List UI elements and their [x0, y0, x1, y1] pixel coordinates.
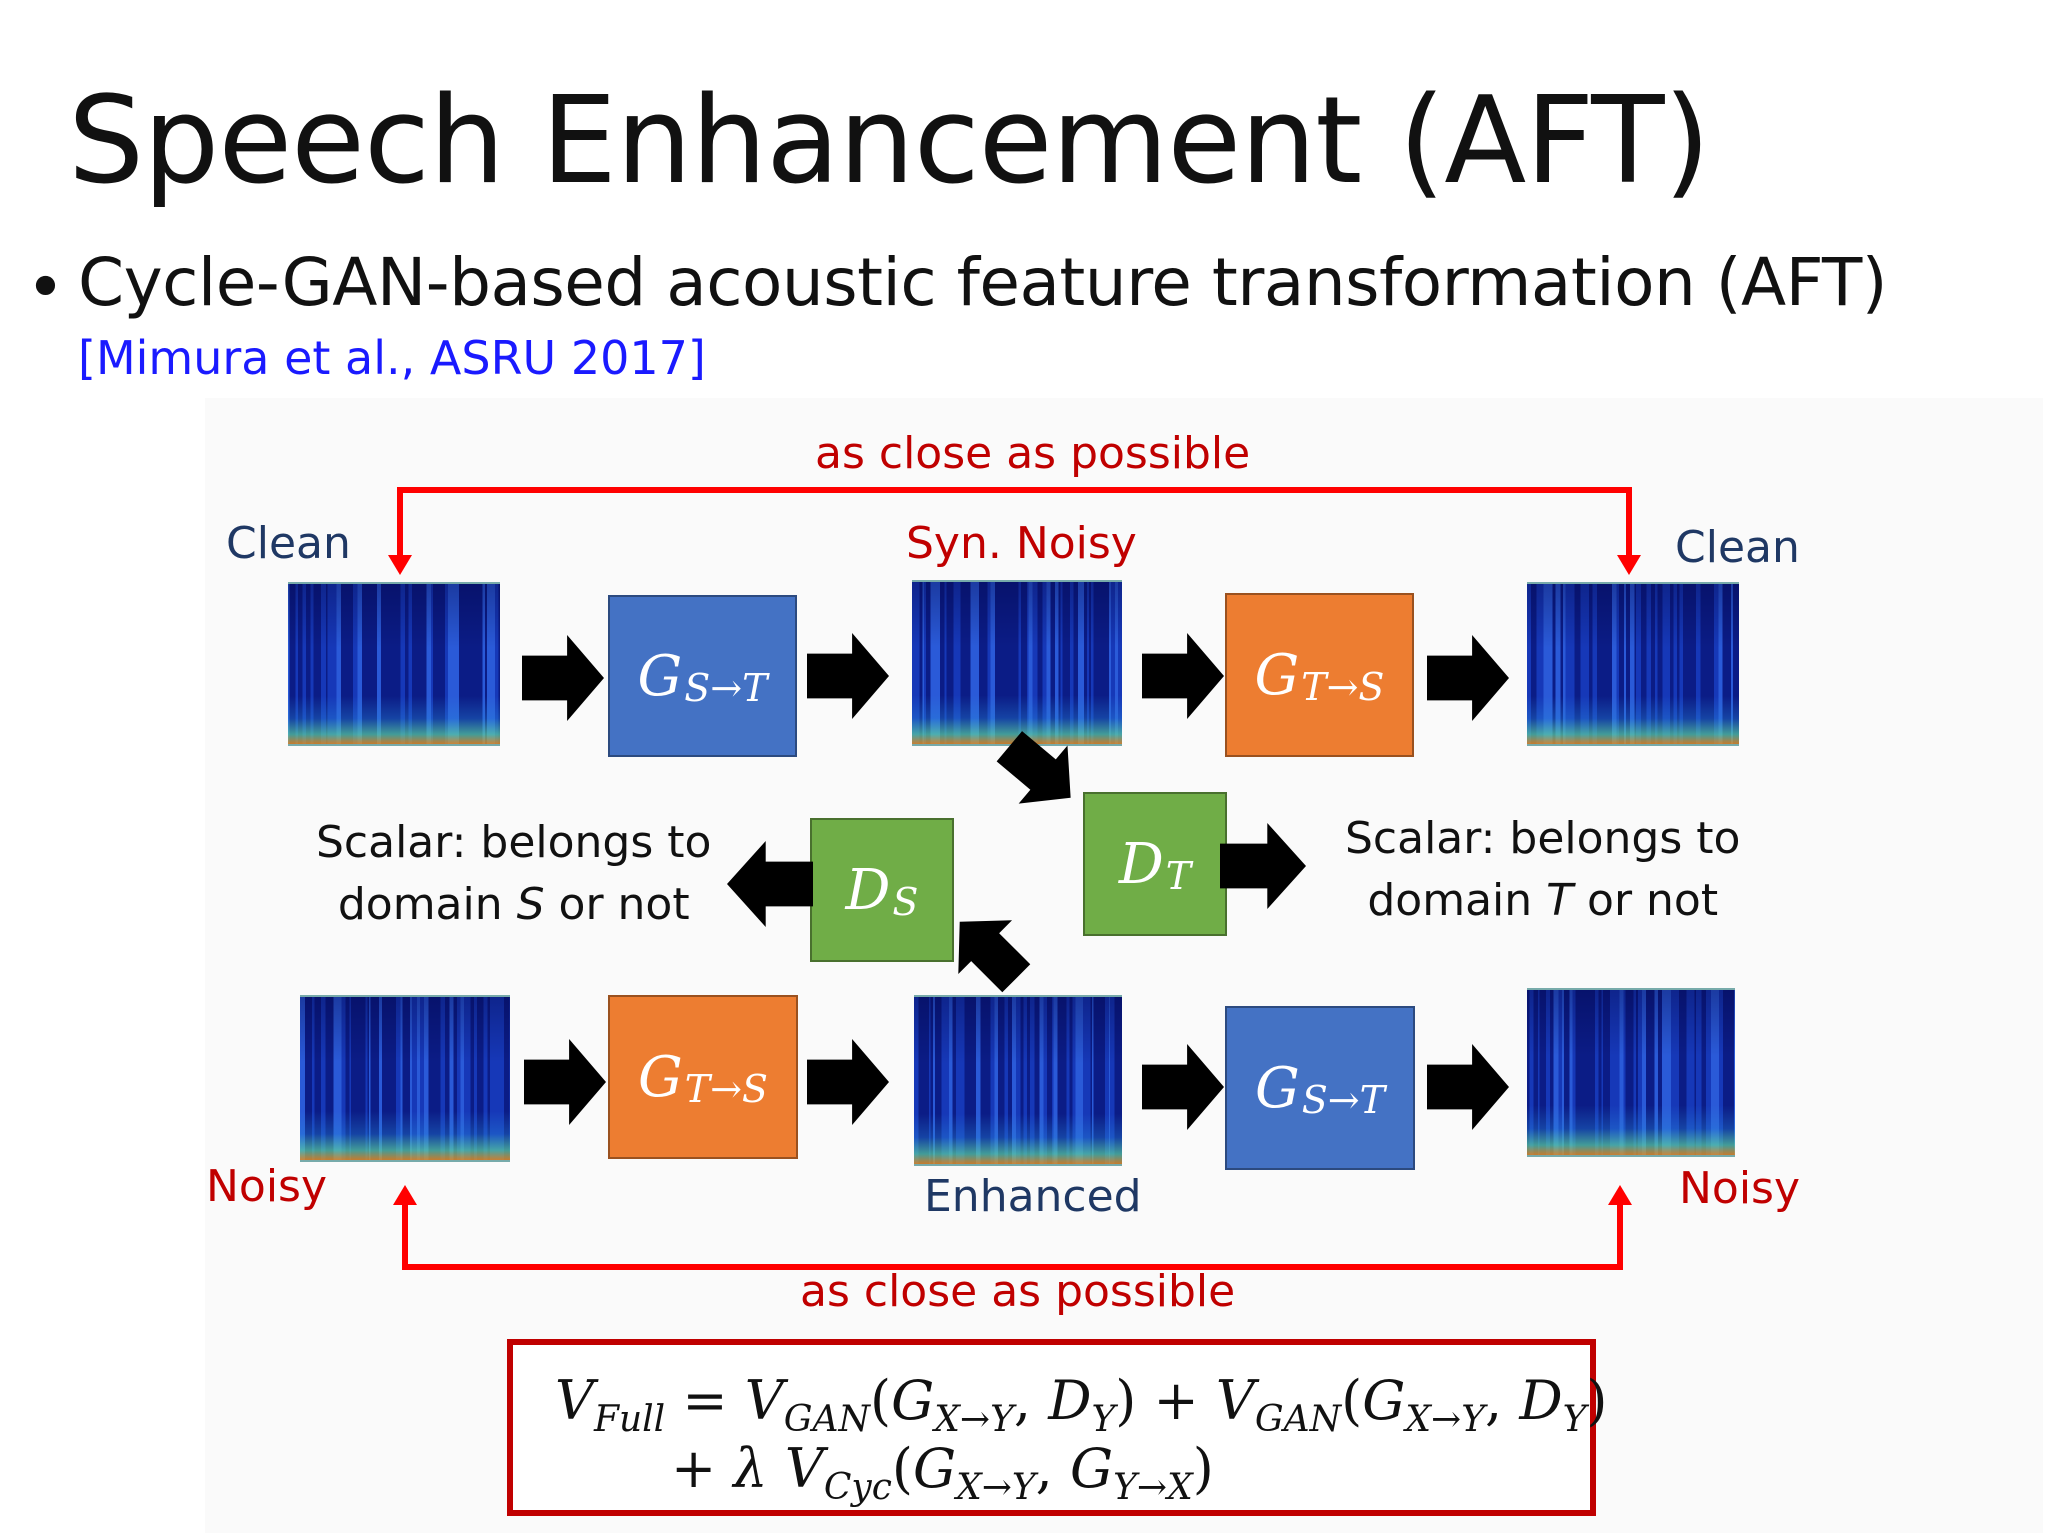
label-clean-right: Clean: [1675, 522, 1800, 573]
flow-arrow-bottom-2: [807, 1039, 889, 1125]
spectrogram-enhanced: [914, 995, 1122, 1166]
spectrogram-syn-noisy: [912, 580, 1122, 746]
top-constraint-bracket: [397, 487, 1632, 560]
flow-arrow-top-1: [522, 635, 604, 721]
spectrogram-noisy-input: [300, 995, 510, 1162]
bottom-constraint-arrowhead-right: [1608, 1185, 1632, 1205]
flow-arrow-bottom-3: [1142, 1044, 1224, 1130]
objective-formula-box: VFull = VGAN(GX→Y, DY) + VGAN(GX→Y, DY) …: [507, 1339, 1607, 1516]
formula-line-1: VFull = VGAN(GX→Y, DY) + VGAN(GX→Y, DY): [555, 1369, 1608, 1440]
reference-link[interactable]: [Mimura et al., ASRU 2017]: [78, 331, 706, 385]
spectrogram-noisy-reconstructed: [1527, 988, 1735, 1157]
scalar-label-domain-t: Scalar: belongs to domain T or not: [1345, 813, 1741, 926]
flow-arrow-bottom-1: [524, 1039, 606, 1125]
label-noisy-left: Noisy: [206, 1161, 328, 1212]
label-enhanced: Enhanced: [924, 1171, 1142, 1222]
flow-arrow-top-2: [807, 633, 889, 719]
spectrogram-clean-reconstructed: [1527, 582, 1739, 746]
label-clean-left: Clean: [226, 518, 351, 569]
bottom-constraint-arrowhead-left: [393, 1185, 417, 1205]
top-constraint-arrowhead-left: [388, 555, 412, 575]
spectrogram-clean-input: [288, 582, 500, 746]
arrow-to-ds: [958, 920, 1031, 993]
bullet-text: Cycle-GAN-based acoustic feature transfo…: [78, 244, 1888, 321]
formula-line-2: + λ VCyc(GX→Y, GY→X): [671, 1437, 1214, 1508]
arrow-ds-output: [727, 841, 813, 927]
top-constraint-label: as close as possible: [815, 428, 1251, 479]
slide-title: Speech Enhancement (AFT): [68, 72, 1710, 211]
top-constraint-arrowhead-right: [1617, 555, 1641, 575]
scalar-label-domain-s: Scalar: belongs to domain S or not: [316, 817, 712, 930]
flow-arrow-top-3: [1142, 633, 1224, 719]
flow-arrow-top-4: [1427, 635, 1509, 721]
arrow-dt-output: [1220, 823, 1306, 909]
arrow-to-dt: [996, 731, 1071, 804]
flow-arrow-bottom-4: [1427, 1044, 1509, 1130]
label-syn-noisy: Syn. Noisy: [906, 518, 1137, 569]
bottom-constraint-label: as close as possible: [800, 1266, 1236, 1317]
label-noisy-right: Noisy: [1679, 1163, 1801, 1214]
bottom-constraint-bracket: [402, 1200, 1623, 1270]
bullet-marker: •: [26, 249, 65, 326]
